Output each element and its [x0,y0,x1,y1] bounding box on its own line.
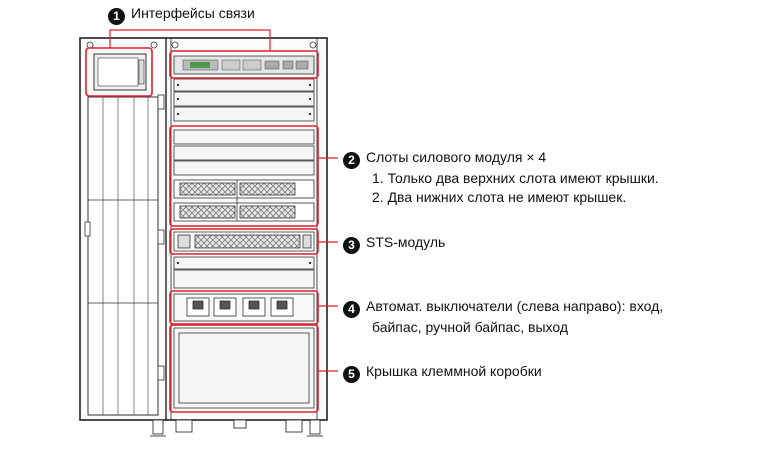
callout-title-2: Слоты силового модуля × 4 [366,149,547,165]
blank-panels [173,78,315,289]
highlight-1-door-module [85,47,153,97]
callout-4: 4 Автомат. выключатели (слева направо): в… [343,297,663,337]
highlight-4 [169,290,319,325]
callout-2-line-2: 2. Два нижних слота не имеют крышек. [372,189,627,205]
breaker-panel [173,293,315,322]
terminal-box-cover [173,327,315,409]
callout-title-4: Автомат. выключатели (слева направо): вх… [366,298,664,314]
highlight-1-strip [169,50,319,79]
sts-module [173,231,315,252]
callout-badge-4: 4 [343,301,360,318]
cabinet-feet [150,419,323,437]
callout-4-line-1: байпас, ручной байпас, выход [372,319,569,335]
callout-badge-1: 1 [108,8,125,25]
callout-2: 2 Слоты силового модуля × 4 1. Только два… [343,148,659,207]
callout-badge-2: 2 [343,152,360,169]
callout-2-line-1: 1. Только два верхних слота имеют крышки… [372,170,659,186]
corner-screws [86,41,317,49]
callout-title-1: Интерфейсы связи [131,5,255,21]
panel-dots [176,83,312,265]
highlight-boxes [85,47,319,413]
callout-badge-3: 3 [343,237,360,254]
power-module-slots [173,129,315,222]
callout-title-5: Крышка клеммной коробки [366,363,542,379]
callout-5: 5 Крышка клеммной коробки [343,362,542,383]
callout-3: 3 STS-модуль [343,233,445,254]
leader-lines [109,29,338,372]
highlight-5 [169,324,319,413]
callout-1: 1 Интерфейсы связи [108,4,255,25]
highlight-2 [169,125,319,227]
comm-interface-strip [173,55,315,75]
open-door [84,94,165,416]
leader-1 [109,29,271,51]
callout-title-3: STS-модуль [366,234,446,250]
callout-badge-5: 5 [343,366,360,383]
door-comm-module [93,53,147,91]
